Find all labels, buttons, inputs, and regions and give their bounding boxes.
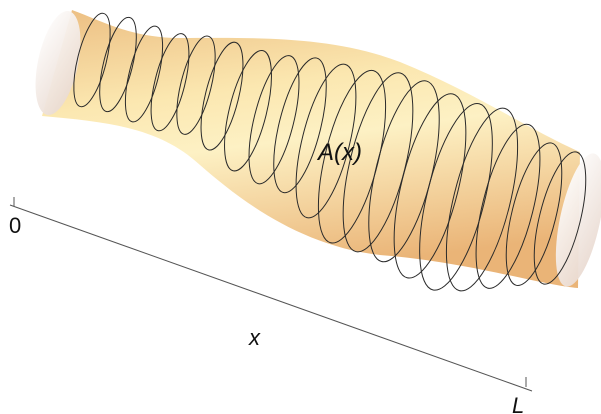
cross-section-ellipse	[176, 35, 216, 135]
axis-variable-label: x	[248, 325, 261, 350]
cross-section-ellipse	[99, 16, 137, 113]
cross-section-ellipse	[393, 93, 467, 279]
left-end-cap	[35, 10, 81, 116]
cross-section-group	[73, 12, 587, 292]
cross-section-ellipse	[150, 33, 190, 132]
solid-body	[42, 10, 580, 288]
cross-section-ellipse	[224, 49, 272, 172]
cross-section-ellipse	[419, 102, 493, 291]
cross-section-ellipse	[295, 63, 357, 219]
x-axis-line	[9, 204, 533, 392]
axis-end-label: L	[512, 393, 524, 414]
cross-section-ellipse	[248, 55, 300, 185]
cross-section-ellipse	[73, 12, 111, 108]
region-label: A(x)	[316, 139, 362, 166]
cross-section-ellipse	[317, 69, 387, 244]
cross-section-ellipse	[533, 151, 587, 285]
cross-section-ellipse	[273, 57, 327, 194]
cross-section-ellipse	[200, 41, 244, 151]
axis-start-label: 0	[9, 213, 21, 238]
cross-section-ellipse	[445, 107, 519, 292]
cross-section-ellipse	[475, 123, 541, 289]
cross-section-ellipse	[505, 142, 563, 287]
cross-section-ellipse	[124, 25, 164, 123]
